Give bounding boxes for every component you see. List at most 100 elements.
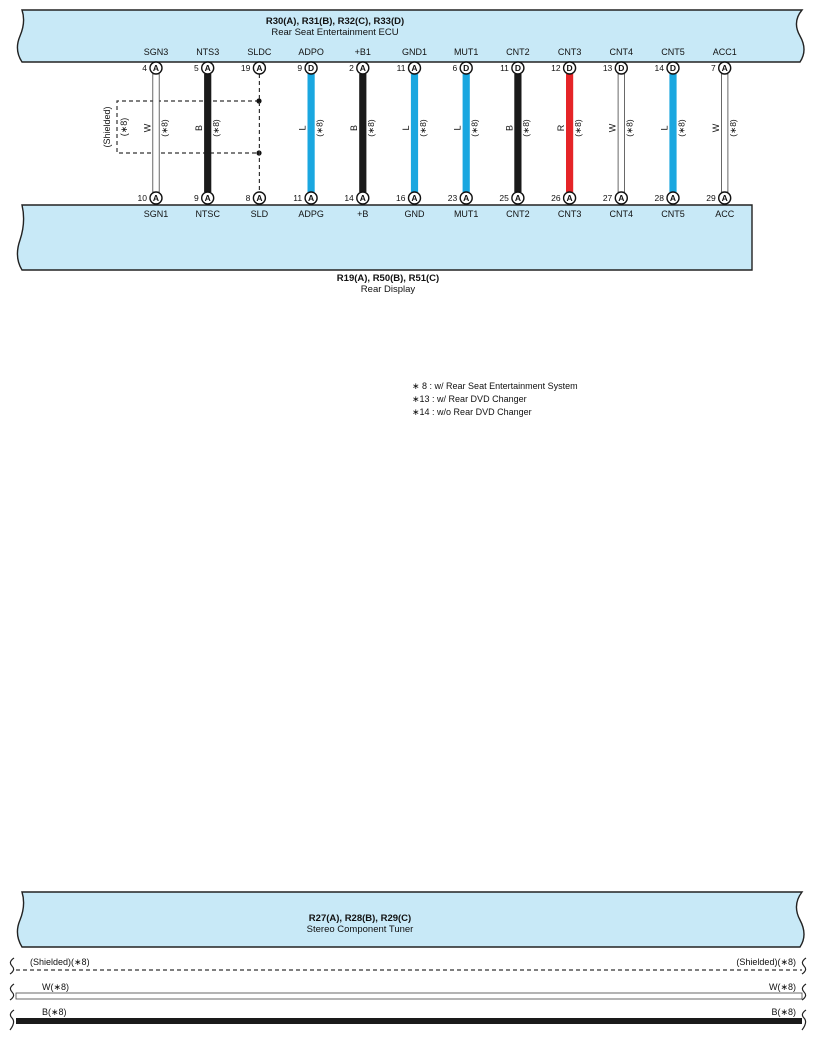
wire-color-acc1: W: [711, 123, 721, 132]
wire-color-adpo: L: [297, 125, 307, 130]
terminal-bot-pin-acc1: 29: [706, 193, 716, 203]
terminal-top-pin-acc1: 7: [711, 63, 716, 73]
terminal-bot-pin-nts3: 9: [194, 193, 199, 203]
terminal-bot-cnt3: [562, 191, 577, 205]
terminal-bot-name-cnt2: CNT2: [506, 209, 530, 219]
terminal-bot-conn-cnt5: A: [670, 193, 676, 203]
terminal-top-conn-nts3: A: [205, 63, 211, 73]
bottom-label-left-2: B(∗8): [42, 1007, 67, 1017]
wire-note-nts3: (∗8): [211, 119, 221, 137]
display-box: [16, 204, 753, 271]
footnote-14: ∗14 : w/o Rear DVD Changer: [412, 407, 532, 417]
terminal-top-nts3: [200, 61, 215, 75]
terminal-bot-name-sldc: SLD: [251, 209, 269, 219]
terminal-bot-conn-nts3: A: [205, 193, 211, 203]
terminal-top-name-gnd1: GND1: [402, 47, 427, 57]
terminal-top-pin-sgn3: 4: [142, 63, 147, 73]
terminal-bot-pin-cnt4: 27: [603, 193, 613, 203]
terminal-bot-cnt2: [511, 191, 525, 205]
terminal-bot-gnd1: [407, 191, 422, 205]
terminal-top-name-sgn3: SGN3: [144, 47, 169, 57]
terminal-top-name-b1: +B1: [355, 47, 371, 57]
terminal-bot-mut1: [459, 191, 473, 205]
wire-note-cnt4: (∗8): [625, 119, 635, 137]
footnotes: ∗ 8 : w/ Rear Seat Entertainment System …: [412, 380, 578, 419]
terminal-bot-pin-cnt2: 25: [499, 193, 509, 203]
terminal-top-name-mut1: MUT1: [454, 47, 479, 57]
terminal-bot-b1: [356, 191, 370, 205]
wire-cnt2: [514, 74, 522, 192]
terminal-bot-name-gnd1: GND: [405, 209, 426, 219]
terminal-bot-pin-sgn3: 10: [138, 193, 148, 203]
wire-color-mut1: L: [453, 125, 463, 130]
bottom-label-left-0: (Shielded)(∗8): [30, 957, 90, 967]
bottom-label-left-1: W(∗8): [42, 982, 69, 992]
ecu-connectors: R30(A), R31(B), R32(C), R33(D): [266, 16, 404, 27]
terminal-top-pin-b1: 2: [349, 63, 354, 73]
terminal-bot-name-cnt5: CNT5: [661, 209, 685, 219]
bottom-label-right-1: W(∗8): [769, 982, 796, 992]
wire-color-gnd1: L: [401, 125, 411, 130]
terminal-bot-conn-mut1: A: [463, 193, 469, 203]
terminal-top-pin-cnt5: 14: [655, 63, 665, 73]
tuner-connectors: R27(A), R28(B), R29(C): [309, 913, 411, 924]
terminal-bot-name-adpo: ADPG: [298, 209, 324, 219]
terminal-bot-pin-sldc: 8: [246, 193, 251, 203]
ecu-box: [16, 9, 805, 63]
terminal-bot-name-cnt4: CNT4: [610, 209, 634, 219]
terminal-top-conn-b1: A: [360, 63, 366, 73]
terminal-top-conn-sldc: A: [256, 63, 262, 73]
terminal-bot-sgn3: [149, 191, 163, 205]
wire-nts3: [204, 74, 212, 192]
terminal-bot-conn-gnd1: A: [411, 193, 417, 203]
terminal-bot-conn-adpo: A: [308, 193, 314, 203]
footnote-8: ∗ 8 : w/ Rear Seat Entertainment System: [412, 381, 578, 391]
terminal-top-pin-cnt3: 12: [551, 63, 561, 73]
wire-mut1: [462, 74, 470, 192]
terminal-top-gnd1: [407, 61, 422, 75]
terminal-bot-pin-cnt3: 26: [551, 193, 561, 203]
terminal-top-conn-cnt2: D: [515, 63, 521, 73]
terminal-top-pin-cnt4: 13: [603, 63, 613, 73]
terminal-top-pin-nts3: 5: [194, 63, 199, 73]
terminal-top-conn-mut1: D: [463, 63, 469, 73]
terminal-bot-name-mut1: MUT1: [454, 209, 479, 219]
terminal-bot-name-b1: +B: [357, 209, 368, 219]
terminal-bot-name-acc1: ACC: [715, 209, 735, 219]
wire-adpo: [307, 74, 315, 192]
terminal-top-name-cnt5: CNT5: [661, 47, 685, 57]
terminal-top-acc1: [718, 61, 732, 75]
wire-note-b1: (∗8): [366, 119, 376, 137]
wire-sgn3: [152, 73, 160, 193]
terminal-top-cnt5: [666, 61, 680, 75]
shield-bracket: (Shielded) (∗8): [102, 98, 262, 156]
terminal-top-name-cnt4: CNT4: [610, 47, 634, 57]
terminal-bot-conn-b1: A: [360, 193, 366, 203]
shield-label: (Shielded): [102, 106, 112, 147]
terminal-top-conn-cnt3: D: [567, 63, 573, 73]
terminal-top-sgn3: [149, 61, 163, 75]
terminal-top-conn-adpo: D: [308, 63, 314, 73]
terminal-bot-adpo: [304, 191, 318, 205]
terminal-top-conn-sgn3: A: [153, 63, 159, 73]
wire-color-b1: B: [349, 125, 359, 131]
wire-note-mut1: (∗8): [469, 119, 479, 137]
terminal-top-pin-gnd1: 11: [397, 63, 406, 73]
terminal-bot-conn-cnt4: A: [618, 193, 624, 203]
tuner-name: Stereo Component Tuner: [307, 924, 414, 935]
wire-color-cnt2: B: [504, 125, 514, 131]
terminal-top-b1: [356, 61, 370, 75]
terminal-bot-conn-sgn3: A: [153, 193, 159, 203]
terminal-bot-cnt5: [666, 191, 680, 205]
terminal-top-name-nts3: NTS3: [196, 47, 219, 57]
wire-note-sgn3: (∗8): [159, 119, 169, 137]
ecu-name: Rear Seat Entertainment ECU: [271, 27, 398, 38]
terminal-bot-pin-mut1: 23: [448, 193, 458, 203]
terminal-top-conn-cnt5: D: [670, 63, 676, 73]
terminal-top-name-acc1: ACC1: [713, 47, 737, 57]
display-connectors: R19(A), R50(B), R51(C): [337, 273, 439, 284]
wire-color-cnt4: W: [608, 123, 618, 132]
terminal-top-name-cnt2: CNT2: [506, 47, 530, 57]
terminal-bot-conn-sldc: A: [256, 193, 262, 203]
terminal-bot-pin-cnt5: 28: [655, 193, 665, 203]
